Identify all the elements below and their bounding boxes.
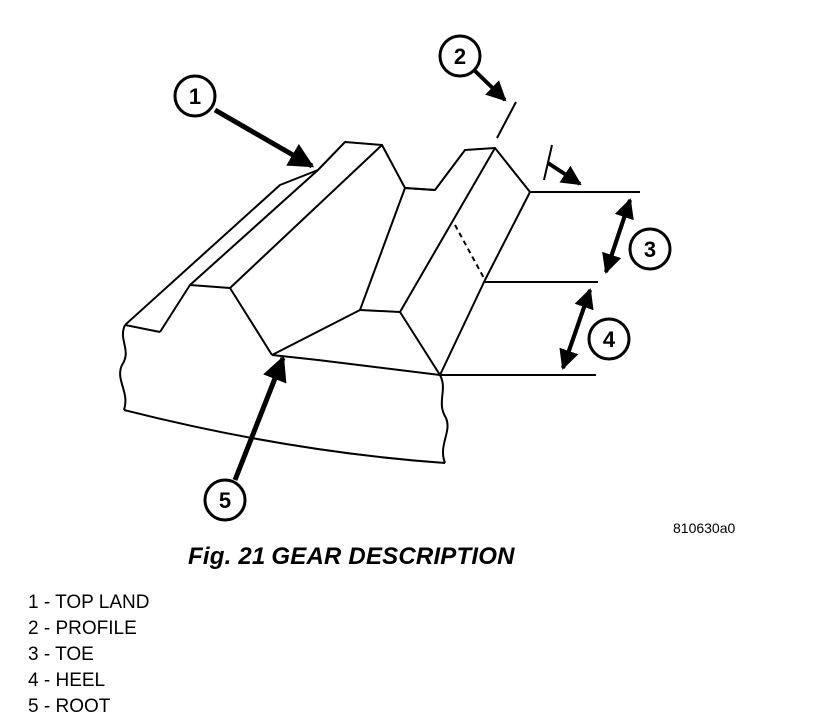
- leader-arrows: [213, 68, 582, 481]
- callout-5-label: 5: [219, 488, 231, 513]
- legend-item-number: 1: [28, 592, 55, 613]
- legend-item-number: 2: [28, 618, 55, 639]
- callout-1-label: 1: [189, 84, 201, 109]
- leader-arrow-2: [472, 68, 507, 102]
- legend-item: 1TOP LAND: [28, 590, 149, 616]
- profile-indicator: [496, 101, 553, 181]
- callout-1: 1: [173, 74, 217, 118]
- callout-3: 3: [628, 227, 672, 271]
- figure-number: Fig. 21: [188, 543, 266, 570]
- legend-item-label: PROFILE: [55, 618, 137, 639]
- leader-arrow-1: [213, 107, 315, 169]
- legend-item-label: TOP LAND: [55, 592, 150, 613]
- legend-item-label: ROOT: [55, 696, 111, 717]
- legend-item-number: 5: [28, 696, 55, 717]
- legend: 1TOP LAND 2PROFILE 3TOE 4HEEL 5ROOT: [28, 590, 149, 720]
- legend-item: 2PROFILE: [28, 616, 149, 642]
- leader-arrow-5: [232, 355, 287, 481]
- gear-body: [119, 141, 640, 464]
- legend-item-number: 4: [28, 670, 55, 691]
- leader-arrow-3: [546, 161, 582, 186]
- legend-item: 3TOE: [28, 642, 149, 668]
- callout-4: 4: [587, 317, 631, 361]
- figure-title: GEAR DESCRIPTION: [271, 543, 515, 570]
- callout-2: 2: [438, 34, 482, 78]
- legend-item-label: TOE: [55, 644, 94, 665]
- callout-4-label: 4: [603, 327, 616, 352]
- gear-diagram: 1 2 3 4 5: [119, 34, 672, 522]
- reference-code: 810630a0: [673, 520, 736, 536]
- legend-item: 5ROOT: [28, 694, 149, 720]
- callout-2-label: 2: [454, 44, 466, 69]
- callout-3-label: 3: [644, 237, 656, 262]
- legend-item-number: 3: [28, 644, 55, 665]
- callout-5: 5: [203, 478, 247, 522]
- legend-item-label: HEEL: [55, 670, 106, 691]
- dimension-arrows: [559, 198, 634, 370]
- legend-item: 4HEEL: [28, 668, 149, 694]
